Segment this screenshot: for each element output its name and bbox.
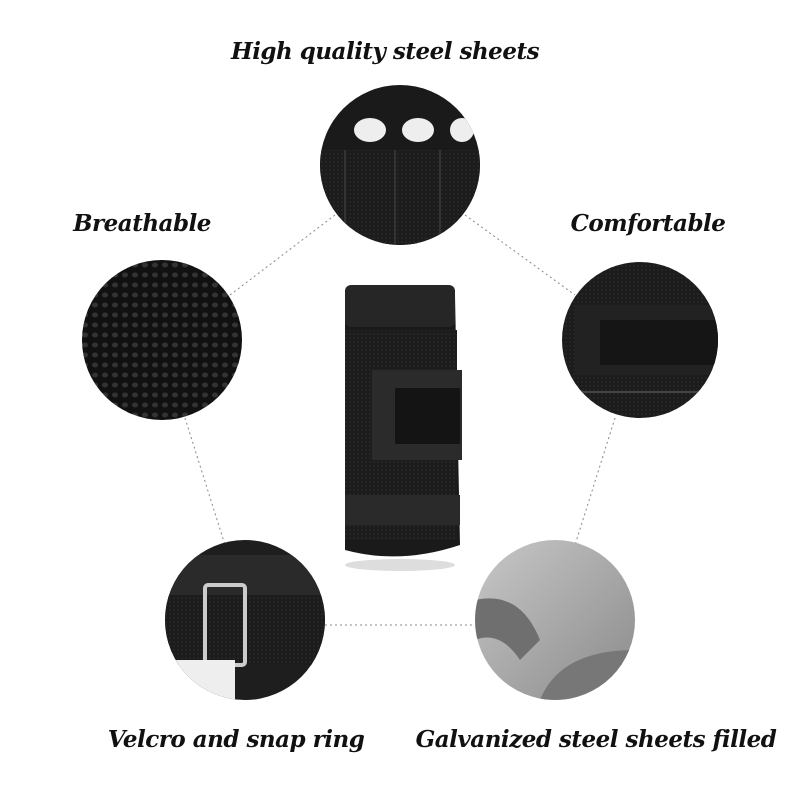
- steel-sheets-detail-circle: [320, 85, 480, 245]
- label-galvanized-steel-sheets-filled: Galvanized steel sheets filled: [415, 726, 777, 753]
- label-high-quality-steel-sheets: High quality steel sheets: [230, 38, 540, 65]
- ankle-weight-product: [345, 285, 462, 571]
- galvanized-steel-circle: [475, 540, 635, 700]
- velcro-snap-ring-circle: [165, 540, 325, 700]
- comfortable-strap-circle: [562, 262, 718, 418]
- breathable-mesh-circle: [82, 260, 242, 420]
- label-breathable: Breathable: [73, 210, 211, 237]
- label-comfortable: Comfortable: [570, 210, 726, 237]
- connector-lines: [184, 214, 616, 626]
- label-velcro-and-snap-ring: Velcro and snap ring: [107, 726, 365, 753]
